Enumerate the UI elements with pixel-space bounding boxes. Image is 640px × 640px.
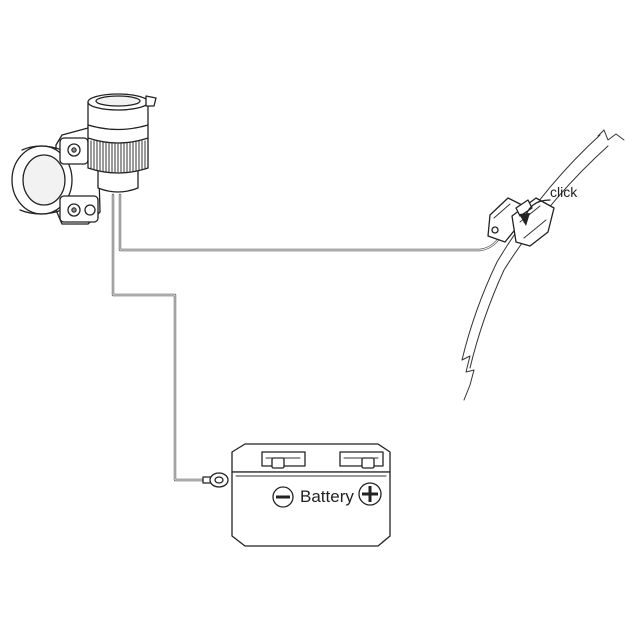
- handlebar-clamp: [11, 127, 101, 225]
- plus-symbol: [358, 482, 382, 506]
- ring-terminal: [202, 472, 229, 488]
- battery-positive-terminal: [339, 451, 384, 469]
- click-arrow: [519, 199, 551, 226]
- battery-label: Battery: [300, 487, 354, 506]
- wire-to-battery: [111, 193, 205, 482]
- battery-negative-terminal: [261, 451, 306, 469]
- fairing-panel: [461, 129, 625, 401]
- power-socket: [87, 93, 157, 193]
- switch-connector: [487, 197, 555, 247]
- knurl-ridges: [90, 140, 146, 174]
- minus-symbol: [272, 486, 294, 508]
- click-label: click: [550, 184, 578, 200]
- wire-to-switch: [118, 193, 505, 252]
- battery: Battery: [231, 443, 391, 547]
